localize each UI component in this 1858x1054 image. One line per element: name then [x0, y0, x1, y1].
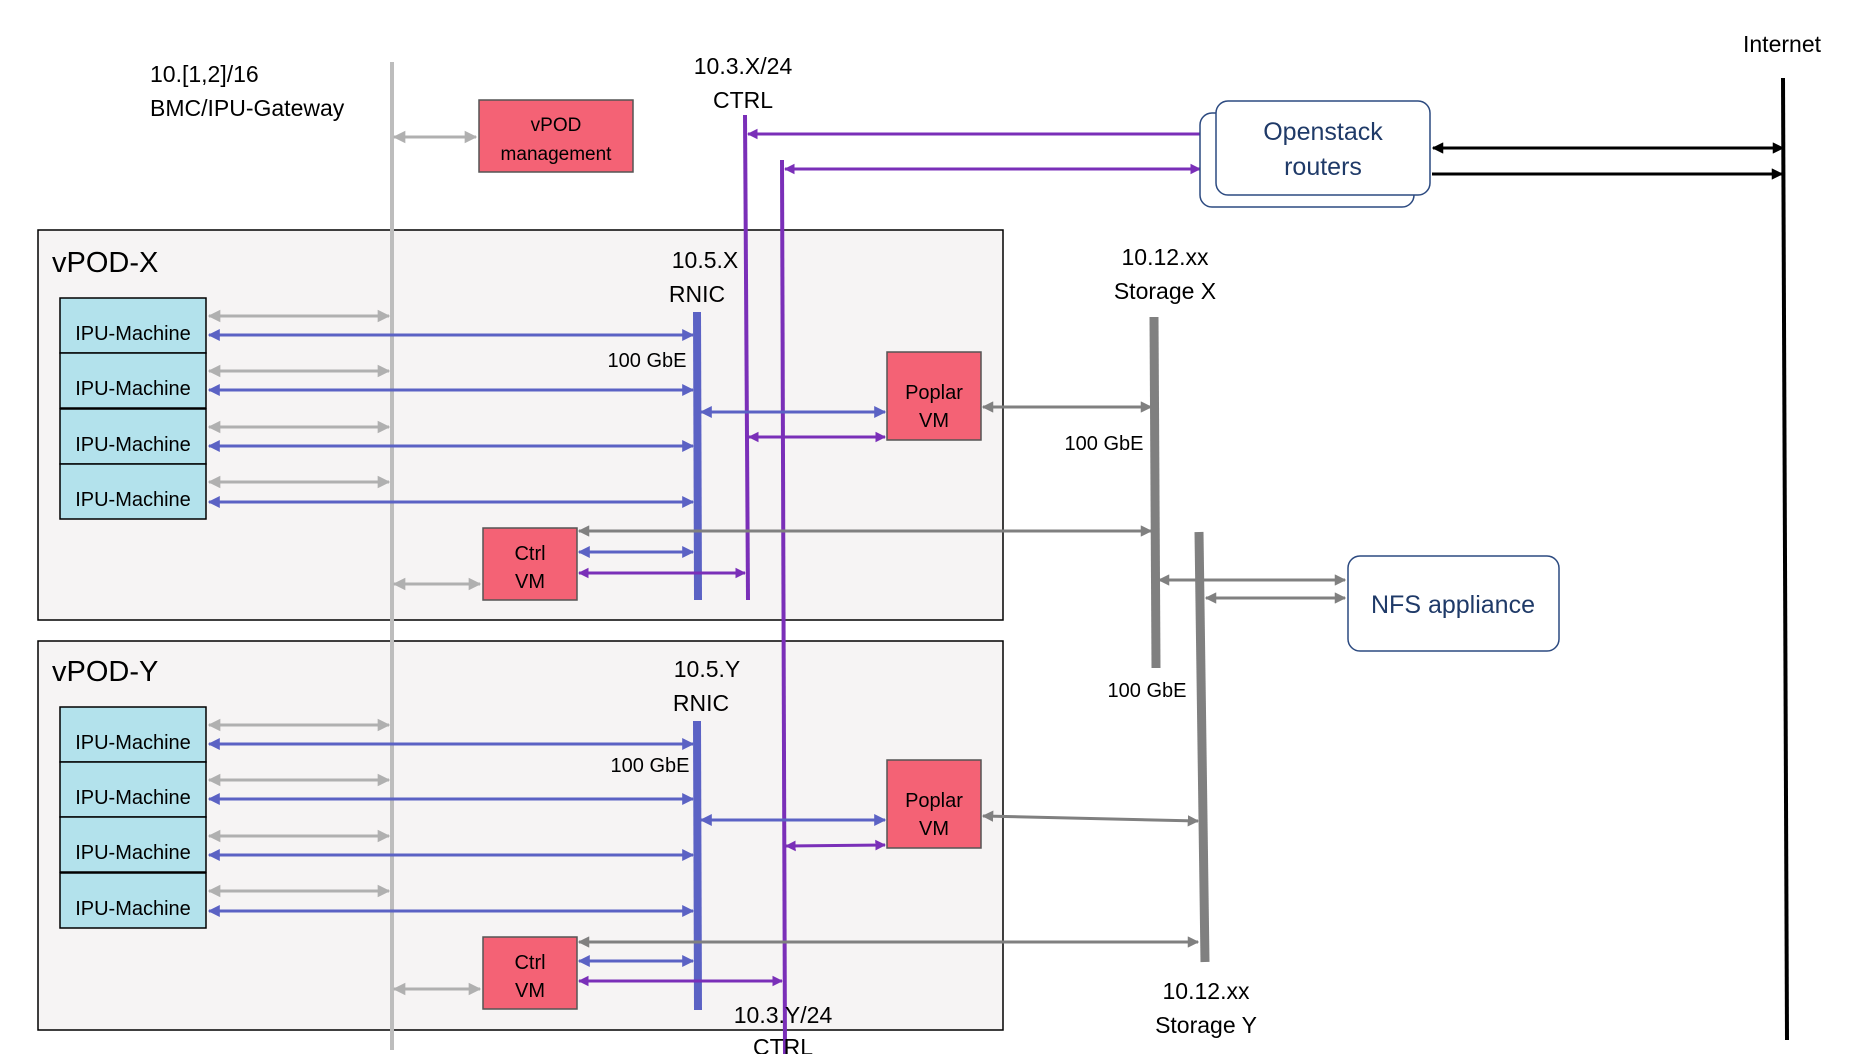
internet-label: Internet: [1743, 31, 1822, 57]
poplar-y-ctrl-link: [784, 839, 887, 852]
storage-x-gbe: 100 GbE: [1065, 433, 1144, 455]
rnic-x-address: 10.5.X: [672, 247, 739, 273]
bmc-network-address: 10.[1,2]/16: [150, 61, 259, 87]
rnic-y-name: RNIC: [673, 690, 729, 716]
rnic-x-name: RNIC: [669, 281, 725, 307]
vpod-management-label-2: management: [501, 144, 613, 165]
ipu-machine-label: IPU-Machine: [75, 378, 191, 400]
poplar-vm-y-label-1: Poplar: [905, 790, 963, 812]
ipu-machine-box: [59, 872, 207, 929]
vpod-management-label-1: vPOD: [531, 115, 582, 136]
storage-y-address: 10.12.xx: [1163, 978, 1250, 1004]
storage-x-address: 10.12.xx: [1122, 244, 1209, 270]
poplar-vm-y-label-2: VM: [919, 818, 949, 840]
poplar-vm-y-box: [886, 759, 982, 849]
nfs-appliance-box: [1347, 555, 1560, 652]
storage-y-name: Storage Y: [1155, 1012, 1257, 1038]
vpod-y-links: [207, 718, 695, 917]
ctrl-x-name: CTRL: [713, 87, 773, 113]
poplar-vm-x-label-2: VM: [919, 410, 949, 432]
ipu-machine-box: [59, 816, 207, 873]
ipu-machine-box: [59, 706, 207, 763]
ctrl-y-line: [780, 159, 787, 1054]
ctrl-vm-y-label-1: Ctrl: [514, 952, 545, 974]
ipu-machine-box: [59, 463, 207, 520]
bmc-network-name: BMC/IPU-Gateway: [150, 95, 345, 121]
vpod-x-links: [207, 309, 695, 508]
internet-line: [1781, 77, 1789, 1041]
ctrl-x-address: 10.3.X/24: [694, 53, 793, 79]
ipu-machine-label: IPU-Machine: [75, 323, 191, 345]
openstack-routers-box: [1215, 100, 1431, 196]
openstack-routers-label-1: Openstack: [1263, 118, 1383, 146]
storage-x-line: [1149, 316, 1161, 669]
ctrl-y-address: 10.3.Y/24: [734, 1002, 833, 1028]
ipu-machine-box: [59, 297, 207, 354]
ipu-machine-label: IPU-Machine: [75, 434, 191, 456]
rnic-x-gbe: 100 GbE: [608, 350, 687, 372]
ctrl-vm-y-box: [482, 936, 578, 1010]
ipu-machine-label: IPU-Machine: [75, 732, 191, 754]
rnic-y-gbe: 100 GbE: [611, 755, 690, 777]
rnic-y-address: 10.5.Y: [674, 656, 741, 682]
ipu-machine-label: IPU-Machine: [75, 489, 191, 511]
vpod-management-box: [478, 99, 634, 173]
poplar-vm-x-label-1: Poplar: [905, 382, 963, 404]
ctrl-vm-x-label-2: VM: [515, 571, 545, 593]
ipu-machine-label: IPU-Machine: [75, 842, 191, 864]
ctrl-x-line: [743, 114, 750, 601]
vpod-y-machines: IPU-Machine IPU-Machine IPU-Machine IPU-…: [59, 706, 207, 929]
nfs-appliance-label: NFS appliance: [1371, 591, 1535, 619]
storage-y-line: [1194, 531, 1210, 963]
ipu-machine-box: [59, 761, 207, 818]
ctrl-vm-x-label-1: Ctrl: [514, 543, 545, 565]
ctrl-y-name: CTRL: [753, 1034, 813, 1054]
ipu-machine-label: IPU-Machine: [75, 787, 191, 809]
ctrl-vm-y-label-2: VM: [515, 980, 545, 1002]
ipu-machine-box: [59, 352, 207, 409]
ctrl-vm-x-box: [482, 527, 578, 601]
ipu-machine-label: IPU-Machine: [75, 898, 191, 920]
rnic-y-line: [693, 720, 702, 1011]
storage-y-gbe: 100 GbE: [1108, 680, 1187, 702]
vpod-y-title: vPOD-Y: [52, 656, 158, 688]
vpod-x-machines: IPU-Machine IPU-Machine IPU-Machine IPU-…: [59, 297, 207, 520]
poplar-vm-x-box: [886, 351, 982, 441]
rnic-x-line: [693, 311, 702, 601]
storage-x-name: Storage X: [1114, 278, 1216, 304]
vpod-x-title: vPOD-X: [52, 247, 158, 279]
openstack-routers-label-2: routers: [1284, 153, 1362, 181]
poplar-y-storage-link: [981, 810, 1200, 827]
